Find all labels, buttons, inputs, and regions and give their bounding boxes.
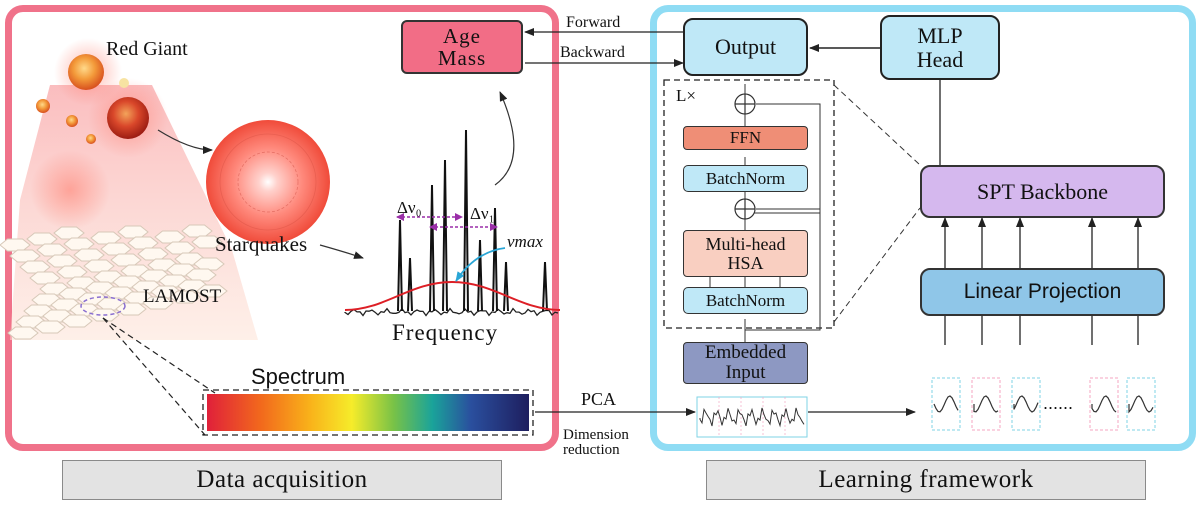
- mass-label: Mass: [437, 46, 487, 70]
- patch-ellipsis: ......: [1043, 393, 1074, 413]
- power-spectrum-plot: [344, 129, 561, 317]
- backward-label: Backward: [560, 44, 625, 61]
- forward-label: Forward: [566, 14, 621, 31]
- output-box: Output: [683, 18, 808, 76]
- starquake-star: [206, 120, 330, 244]
- learning-framework-caption: Learning framework: [706, 460, 1146, 500]
- lamost-selection-ellipse: [80, 296, 126, 316]
- spectrum-patch: [1089, 377, 1119, 431]
- data-acquisition-panel: [5, 5, 559, 451]
- ffn-box: FFN: [683, 126, 808, 150]
- age-label: Age: [443, 23, 481, 48]
- layer-repeat-label: L×: [676, 86, 696, 105]
- frequency-axis-label: Frequency: [392, 320, 499, 345]
- starquakes-label: Starquakes: [215, 232, 308, 256]
- data-acquisition-caption: Data acquisition: [62, 460, 502, 500]
- batchnorm-top-box: BatchNorm: [683, 165, 808, 192]
- delta-nu0-label: Δν₀: [397, 198, 422, 217]
- spectrum-patches: [931, 377, 1156, 431]
- linear-projection-box: Linear Projection: [920, 268, 1165, 316]
- pca-label: PCA: [581, 389, 617, 409]
- red-giant-stars: [30, 38, 168, 230]
- lamost-telescope-icon: [0, 224, 228, 340]
- spectrum-bar: [207, 394, 529, 431]
- numax-arrow: [455, 247, 506, 282]
- patches-to-projection-lines: [944, 316, 1139, 345]
- learning-framework-panel: [650, 5, 1196, 451]
- reduced-spectrum-box: [696, 396, 808, 438]
- transformer-block-frame: [663, 79, 835, 329]
- red-giant-label: Red Giant: [106, 38, 188, 60]
- spectrum-patch: [1126, 377, 1156, 431]
- spectrum-patch: [971, 377, 1001, 431]
- batchnorm-bottom-box: BatchNorm: [683, 287, 808, 314]
- age-mass-target-box: Age Mass: [401, 20, 523, 74]
- projection-to-backbone-arrows: [941, 217, 1142, 268]
- delta-nu1-label: Δν₁: [470, 204, 495, 223]
- numax-label: νmax: [507, 232, 543, 251]
- spectrum-label: Spectrum: [251, 364, 346, 389]
- lamost-label: LAMOST: [143, 286, 222, 307]
- spectrum-patch: [931, 377, 961, 431]
- red-giant-star-1: [68, 54, 104, 90]
- red-giant-star-2: [107, 97, 149, 139]
- spt-backbone-box: SPT Backbone: [920, 165, 1165, 218]
- to-target-arrow: [494, 91, 515, 186]
